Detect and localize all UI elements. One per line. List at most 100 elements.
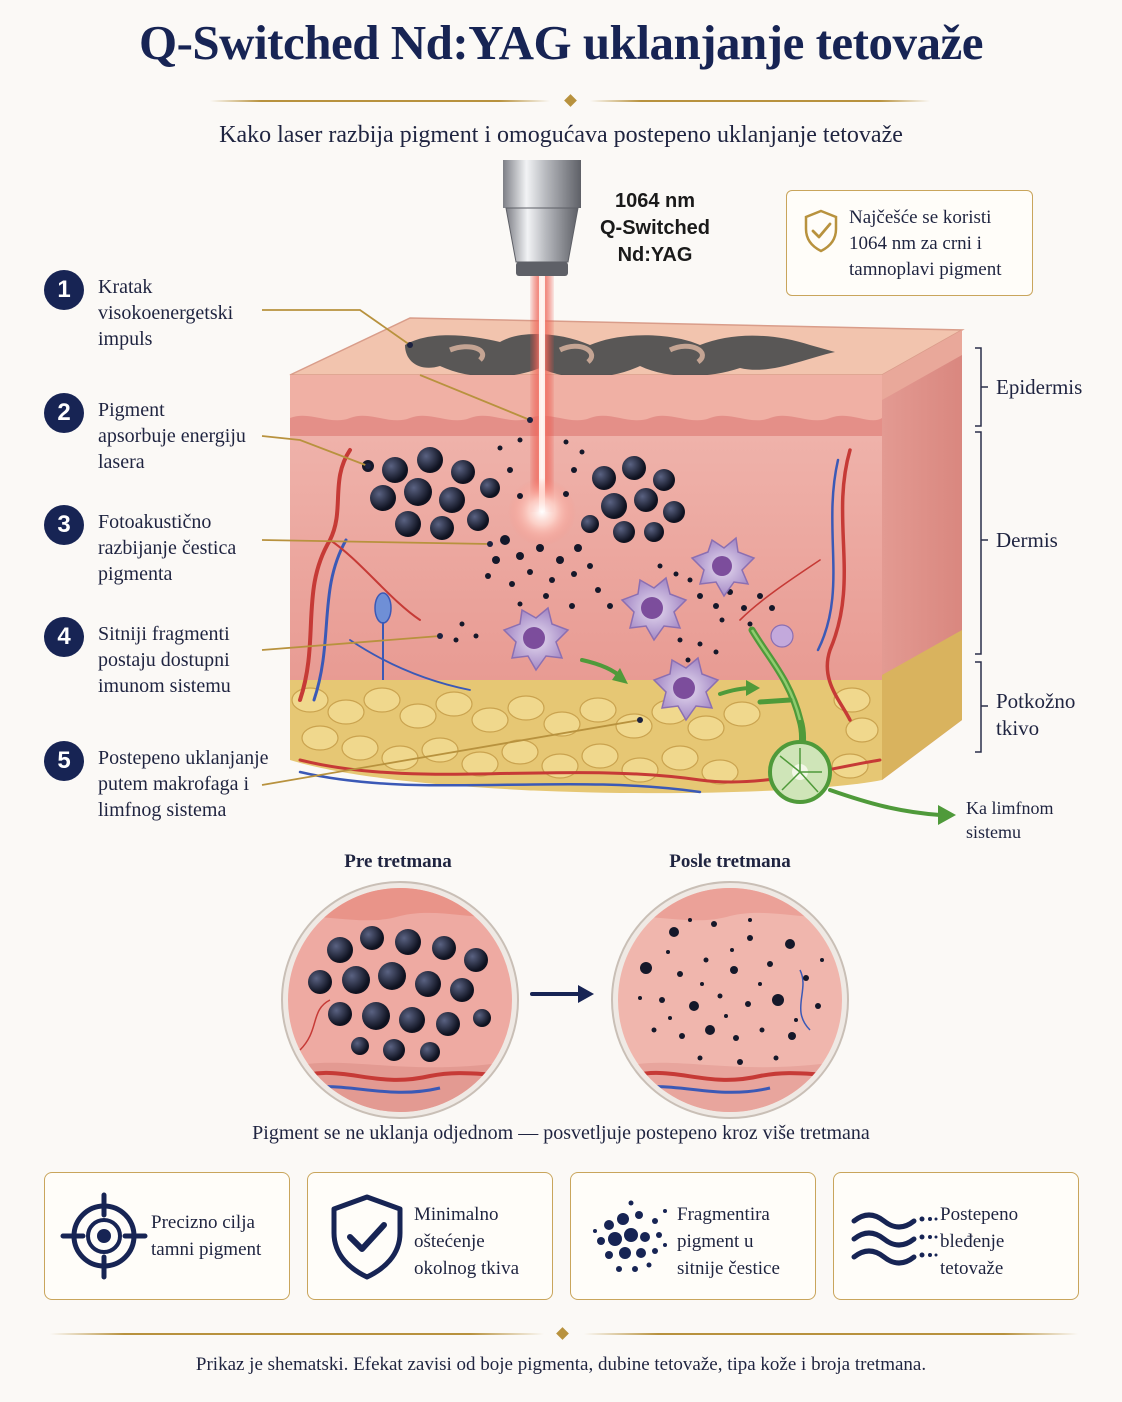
arrow-right-icon bbox=[530, 985, 594, 1003]
leader-lines bbox=[261, 309, 641, 786]
step-text: Sitniji fragmenti postaju dostupni imuno… bbox=[98, 621, 298, 699]
step-line: Pigment bbox=[98, 399, 165, 421]
footer-note: Prikaz je shematski. Efekat zavisi od bo… bbox=[195, 1354, 927, 1375]
footer-divider-left bbox=[50, 1333, 544, 1335]
lymph-label: Ka limfnom sistemu bbox=[966, 796, 1054, 844]
step-line: Kratak bbox=[98, 276, 153, 298]
fat-cells bbox=[291, 687, 879, 785]
particles-icon bbox=[593, 1200, 667, 1272]
tattoo-pattern bbox=[405, 334, 835, 378]
feature-line: tetovaže bbox=[940, 1258, 1004, 1279]
feature-line: Minimalno bbox=[414, 1204, 499, 1225]
step-line: apsorbuje energiju bbox=[98, 425, 246, 447]
lymphatic-vessel bbox=[748, 626, 956, 825]
feature-line: pigment u bbox=[677, 1231, 754, 1252]
macrophage bbox=[620, 576, 688, 642]
feature-text: Fragmentira pigment u sitnije čestice bbox=[677, 1201, 813, 1282]
waves-icon bbox=[851, 1212, 938, 1266]
step-line: razbijanje čestica bbox=[98, 537, 237, 559]
comparison-caption: Pigment se ne uklanja odjednom — posvetl… bbox=[252, 1122, 870, 1144]
laser-label-line: 1064 nm bbox=[614, 190, 696, 212]
step-number-badge: 5 bbox=[44, 741, 84, 781]
blood-vessels bbox=[298, 448, 882, 794]
macrophage bbox=[690, 536, 756, 598]
layer-label-line: Potkožno bbox=[996, 689, 1076, 713]
pigment-cluster bbox=[362, 447, 685, 543]
feature-text: Precizno cilja tamni pigment bbox=[151, 1209, 287, 1263]
layer-label-dermis: Dermis bbox=[996, 528, 1058, 552]
feature-line: sitnije čestice bbox=[677, 1258, 780, 1279]
step-line: limfnog sistema bbox=[98, 799, 227, 821]
pigment-cluster bbox=[308, 926, 491, 1062]
laser-label: 1064 nm Q-Switched Nd:YAG bbox=[580, 188, 730, 269]
layer-brackets bbox=[975, 347, 988, 753]
laser-label-line: Q-Switched bbox=[599, 217, 710, 239]
feature-line: okolnog tkiva bbox=[414, 1258, 520, 1279]
feature-card-fragmentation: Fragmentira pigment u sitnije čestice bbox=[570, 1172, 816, 1300]
footer-divider-diamond bbox=[556, 1327, 569, 1340]
step-line: Postepeno uklanjanje bbox=[98, 747, 269, 769]
pigment-fragments bbox=[638, 918, 824, 1065]
after-title: Posle tretmana bbox=[669, 851, 791, 872]
title-divider-left bbox=[210, 100, 550, 102]
title-divider-right bbox=[590, 100, 930, 102]
step-line: impuls bbox=[98, 328, 153, 350]
step-line: imunom sistemu bbox=[98, 675, 231, 697]
note-box: Najčešće se koristi 1064 nm za crni i ta… bbox=[786, 190, 1033, 296]
step-number-badge: 3 bbox=[44, 505, 84, 545]
shield-check-icon bbox=[804, 209, 838, 253]
lymph-label-line: Ka limfnom bbox=[966, 798, 1054, 818]
step-number-badge: 1 bbox=[44, 270, 84, 310]
laser-handpiece bbox=[503, 160, 581, 208]
macrophage bbox=[502, 606, 570, 672]
feature-line: Postepeno bbox=[940, 1204, 1019, 1225]
feature-card-fading: Postepeno bleđenje tetovaže bbox=[833, 1172, 1079, 1300]
step-line: Sitniji fragmenti bbox=[98, 623, 230, 645]
feature-line: Fragmentira bbox=[677, 1204, 770, 1225]
laser-impact-flash bbox=[508, 478, 576, 546]
page-title: Q-Switched Nd:YAG uklanjanje tetovaže bbox=[139, 15, 983, 70]
macrophage bbox=[770, 624, 794, 648]
step-line: pigmenta bbox=[98, 563, 173, 585]
step-text: Fotoakustično razbijanje čestica pigment… bbox=[98, 509, 298, 587]
laser-label-line: Nd:YAG bbox=[617, 244, 693, 266]
feature-line: tamni pigment bbox=[151, 1239, 262, 1260]
lymph-label-line: sistemu bbox=[966, 822, 1022, 842]
layer-label-epidermis: Epidermis bbox=[996, 375, 1083, 399]
feature-line: oštećenje bbox=[414, 1231, 485, 1252]
title-divider-diamond bbox=[564, 94, 577, 107]
step-text: Postepeno uklanjanje putem makrofaga i l… bbox=[98, 745, 318, 823]
step-text: Pigment apsorbuje energiju lasera bbox=[98, 397, 298, 475]
step-text: Kratak visokoenergetski impuls bbox=[98, 274, 298, 352]
layer-label-subcutis: Potkožno tkivo bbox=[996, 688, 1075, 742]
page-subtitle: Kako laser razbija pigment i omogućava p… bbox=[219, 122, 903, 148]
before-treatment-circle bbox=[281, 881, 519, 1119]
step-line: visokoenergetski bbox=[98, 302, 234, 324]
step-line: postaju dostupni bbox=[98, 649, 230, 671]
hair-follicle bbox=[374, 592, 392, 624]
feature-line: bleđenje bbox=[940, 1231, 1005, 1252]
step-line: lasera bbox=[98, 451, 145, 473]
skin-cross-section-diagram bbox=[261, 160, 988, 825]
step-line: putem makrofaga i bbox=[98, 773, 250, 795]
shield-check-icon bbox=[331, 1194, 403, 1280]
layer-label-line: tkivo bbox=[996, 716, 1040, 740]
before-title: Pre tretmana bbox=[344, 851, 452, 872]
step-number-badge: 2 bbox=[44, 393, 84, 433]
feature-card-minimal-damage: Minimalno oštećenje okolnog tkiva bbox=[307, 1172, 553, 1300]
dermis-layer bbox=[290, 436, 882, 680]
macrophage bbox=[652, 656, 720, 722]
feature-card-targeting: Precizno cilja tamni pigment bbox=[44, 1172, 290, 1300]
feature-text: Minimalno oštećenje okolnog tkiva bbox=[414, 1201, 550, 1282]
feature-text: Postepeno bleđenje tetovaže bbox=[940, 1201, 1076, 1282]
target-icon bbox=[60, 1192, 148, 1280]
step-number-badge: 4 bbox=[44, 617, 84, 657]
note-line: 1064 nm za crni i bbox=[849, 233, 982, 254]
note-line: tamnoplavi pigment bbox=[849, 259, 1002, 280]
after-treatment-circle bbox=[611, 881, 849, 1119]
feature-line: Precizno cilja bbox=[151, 1212, 255, 1233]
footer-divider-right bbox=[584, 1333, 1078, 1335]
note-text: Najčešće se koristi 1064 nm za crni i ta… bbox=[849, 205, 1029, 283]
note-line: Najčešće se koristi bbox=[849, 207, 992, 228]
step-line: Fotoakustično bbox=[98, 511, 212, 533]
